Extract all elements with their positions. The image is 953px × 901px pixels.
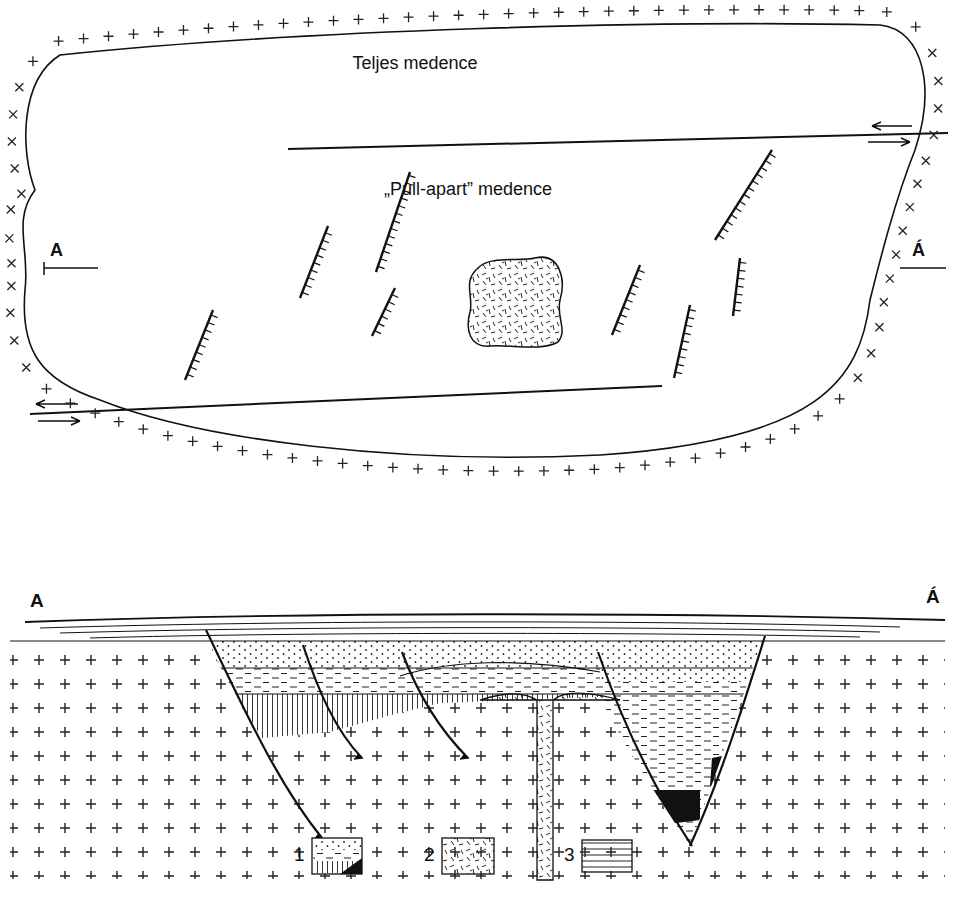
section-end-label: A [30,590,44,612]
region-label: „Pull-apart” medence [384,179,552,200]
basin-outline [10,15,945,480]
basin-region: Teljes medence „Pull-apart” medence [10,15,945,480]
section-end-label: Á [926,586,940,608]
legend-number: 1 [294,844,305,866]
legend-number: 3 [564,844,575,866]
legend-number: 2 [424,844,435,866]
region-label: Teljes medence [352,53,477,74]
pull-apart-region: „Pull-apart” medence [280,135,670,390]
section-end-label: Á [912,240,925,261]
section-end-label: A [50,240,63,261]
